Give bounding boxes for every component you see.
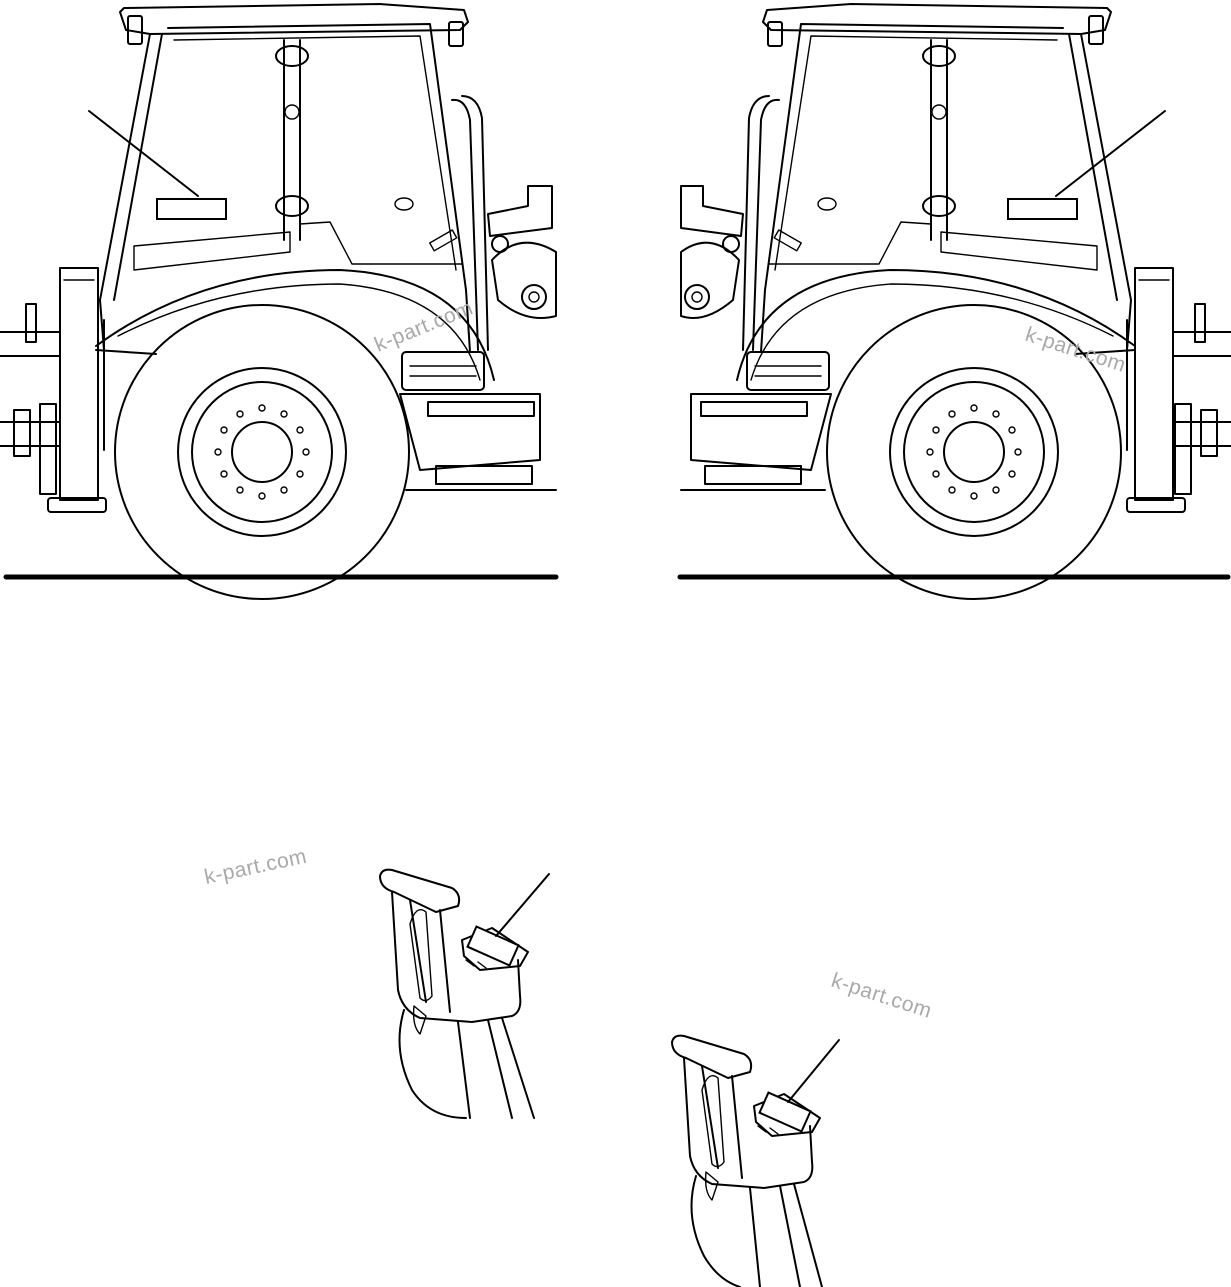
decal-location-right-console (758, 1091, 812, 1133)
leader-line-right-cab (1055, 110, 1166, 197)
leader-line-left-cab (88, 110, 199, 197)
decal-location-right-cab (1007, 198, 1078, 220)
watermark-1: k-part.com (371, 296, 476, 356)
decal-location-left-cab (156, 198, 227, 220)
watermark-4: k-part.com (828, 969, 934, 1023)
watermarks: k-part.com k-part.com k-part.com k-part.… (202, 296, 1128, 1023)
wheel-bolts-left (214, 404, 310, 500)
decal-location-left-console (466, 925, 520, 967)
leader-line-left-console (495, 873, 550, 937)
leader-line-right-console (787, 1039, 840, 1103)
console-left (379, 868, 550, 1119)
wheel-bolts-right (926, 404, 1022, 500)
watermark-3: k-part.com (202, 845, 309, 889)
machine-right-side-view (677, 3, 1231, 600)
machine-left-side-view (0, 3, 559, 600)
console-right (671, 1034, 840, 1287)
